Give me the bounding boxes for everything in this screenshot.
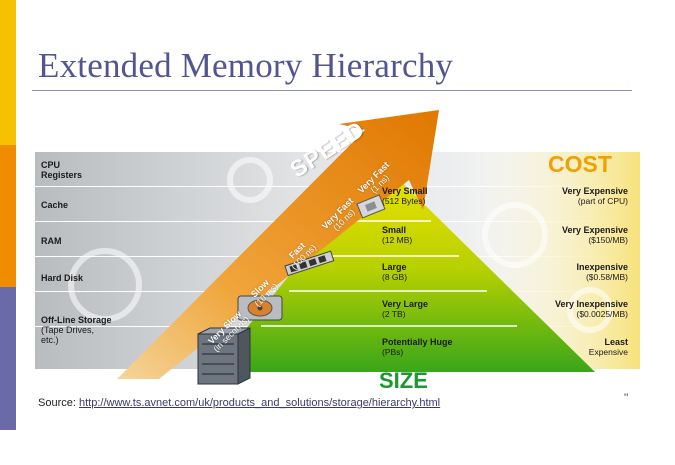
ram-module-icon — [284, 250, 335, 277]
pyramid-dividers — [261, 220, 517, 327]
cost-detail: ($0.0025/MB) — [576, 309, 629, 319]
corner-mark: '' — [624, 392, 629, 404]
source-citation: Source: http://www.ts.avnet.com/uk/produ… — [38, 397, 440, 409]
speed-arrow — [117, 110, 439, 379]
tier-name-detail: (Tape Drives, etc.) — [41, 325, 95, 345]
cost-label: Inexpensive — [576, 262, 628, 272]
accent-stripe-yellow — [0, 0, 16, 145]
size-label: Potentially Huge — [382, 337, 453, 347]
cost-label: Least — [604, 337, 628, 347]
cost-detail: ($150/MB) — [588, 235, 628, 245]
accent-stripe-purple — [0, 287, 16, 430]
tier-size: Potentially Huge (PBs) — [382, 337, 453, 357]
source-label: Source: — [38, 397, 76, 409]
accent-stripe-orange — [0, 145, 16, 287]
hard-disk-spindle — [257, 305, 263, 311]
size-detail: (2 TB) — [382, 309, 406, 319]
tier-cost: Least Expensive — [589, 337, 628, 357]
gear-icon — [567, 287, 613, 333]
cpu-chip-icon — [356, 194, 386, 219]
tape-library-icon — [197, 327, 251, 385]
size-detail: (PBs) — [382, 347, 404, 357]
hard-disk-icon — [237, 295, 283, 321]
cpu-chip-core — [364, 201, 377, 212]
tier-cost: Very Inexpensive ($0.0025/MB) — [555, 299, 628, 319]
gear-icon — [68, 248, 142, 322]
tier-cost: Very Expensive (part of CPU) — [562, 186, 628, 206]
tier-name: RAM — [41, 236, 62, 246]
size-label: Small — [382, 225, 407, 235]
cost-title: COST — [548, 151, 612, 177]
ram-chip — [298, 261, 308, 270]
ram-chip — [289, 264, 298, 273]
cost-label: Very Expensive — [561, 225, 628, 235]
title-underline — [32, 90, 632, 91]
tier-size: Very Small (512 Bytes) — [382, 186, 428, 206]
memory-hierarchy-diagram: SPEED COST SIZE CPU Registers Cache RAM … — [35, 100, 640, 395]
diagram-graphic — [35, 110, 640, 385]
source-link[interactable]: http://www.ts.avnet.com/uk/products_and_… — [78, 397, 441, 409]
size-label: Large — [382, 262, 407, 272]
size-detail: (512 Bytes) — [382, 196, 426, 206]
cost-detail: ($0.58/MB) — [585, 272, 628, 282]
tier-cost: Inexpensive ($0.58/MB) — [576, 262, 628, 282]
gear-icon — [227, 157, 273, 203]
slide-title: Extended Memory Hierarchy — [38, 46, 454, 85]
tier-name: Off-Line Storage (Tape Drives, etc.) — [41, 315, 133, 345]
tier-name: Hard Disk — [41, 273, 84, 283]
size-pyramid — [211, 162, 595, 372]
size-label: Very Small — [382, 186, 428, 196]
ram-chip — [308, 258, 317, 267]
size-title: SIZE — [379, 368, 428, 393]
tier-name: Cache — [41, 200, 69, 210]
cost-label: Very Expensive — [561, 186, 628, 196]
tier-size: Very Large (2 TB) — [382, 299, 428, 319]
tier-cost: Very Expensive ($150/MB) — [562, 225, 628, 245]
tier-size: Small (12 MB) — [382, 225, 412, 245]
cost-label: Very Inexpensive — [554, 299, 628, 309]
tier-name: CPU Registers — [41, 160, 83, 180]
size-label: Very Large — [382, 299, 429, 309]
tape-library-side — [237, 327, 251, 385]
size-detail: (12 MB) — [382, 235, 413, 245]
tier-name-text: Off-Line Storage — [41, 315, 112, 325]
size-detail: (8 GB) — [382, 272, 408, 282]
cost-detail: Expensive — [588, 347, 628, 357]
cost-detail: (part of CPU) — [577, 196, 628, 206]
tape-library-front — [197, 333, 239, 385]
gear-icon — [482, 202, 548, 268]
ram-chip — [317, 255, 327, 264]
tier-size: Large (8 GB) — [382, 262, 407, 282]
gear-decorations — [68, 157, 613, 333]
